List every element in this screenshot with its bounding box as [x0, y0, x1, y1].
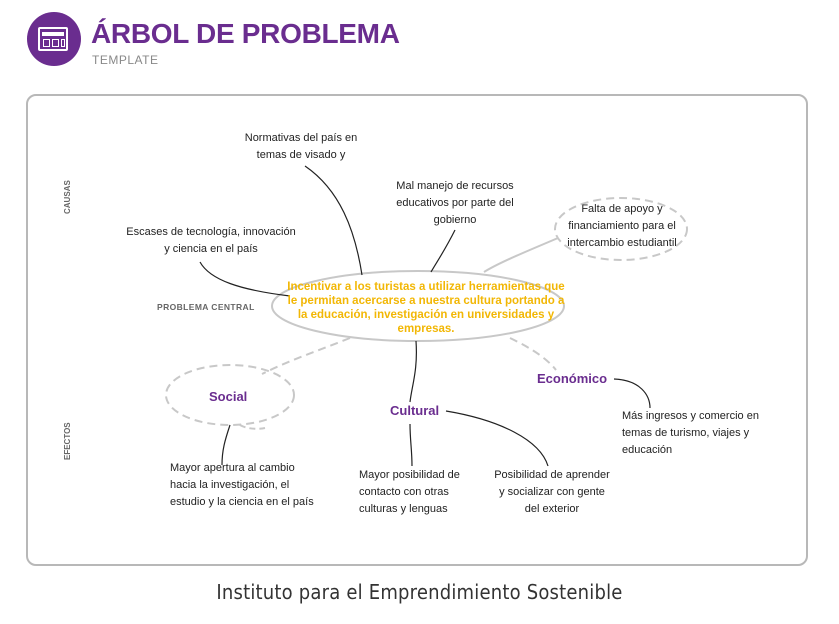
page-title: ÁRBOL DE PROBLEMA: [91, 18, 400, 49]
footer-institution: Instituto para el Emprendimiento Sosteni…: [216, 580, 623, 604]
logo: [27, 12, 81, 66]
connector-falta-apoyo: [483, 237, 559, 273]
cause-ellipse-support: [554, 197, 688, 261]
effect-cultural-1: Mayor posibilidad de contacto con otras …: [359, 469, 460, 515]
connector-social-effect: [221, 424, 231, 466]
page-subtitle: TEMPLATE: [92, 53, 159, 67]
window-layout-icon: [38, 27, 68, 51]
diagram-panel: [26, 94, 808, 566]
effect-economico: Más ingresos y comercio en temas de turi…: [622, 410, 759, 456]
cause-escases: Escases de tecnología, innovación y cien…: [126, 226, 296, 255]
cause-falta-apoyo: Falta de apoyo y financiamiento para el …: [567, 203, 677, 249]
category-social: Social: [209, 389, 248, 404]
connector-cultural: [409, 340, 417, 403]
cause-mal-manejo: Mal manejo de recursos educativos por pa…: [396, 180, 514, 226]
label-central: PROBLEMA CENTRAL: [157, 302, 255, 312]
category-cultural: Cultural: [390, 403, 440, 418]
central-problem: Incentivar a los turistas a utilizar her…: [287, 281, 565, 335]
label-causes: CAUSAS: [63, 180, 72, 214]
social-ellipse: [165, 364, 295, 426]
central-ellipse: [271, 270, 565, 342]
label-effects: EFECTOS: [63, 422, 72, 460]
connector-cultural-effect-2: [445, 410, 549, 467]
connector-social-tail: [239, 424, 266, 430]
connector-economico: [509, 337, 557, 371]
category-economico: Económico: [537, 371, 608, 386]
connector-economico-effect: [613, 378, 651, 409]
effect-social: Mayor apertura al cambio hacia la invest…: [170, 462, 314, 508]
connector-normativas: [304, 165, 363, 276]
connector-cultural-effect-1: [409, 423, 413, 467]
connector-social: [261, 337, 351, 375]
cause-normativas: Normativas del país en temas de visado y: [244, 132, 358, 161]
effect-cultural-2: Posibilidad de aprender y socializar con…: [494, 469, 610, 515]
connector-escases: [199, 261, 291, 297]
connector-mal-manejo: [430, 229, 456, 273]
